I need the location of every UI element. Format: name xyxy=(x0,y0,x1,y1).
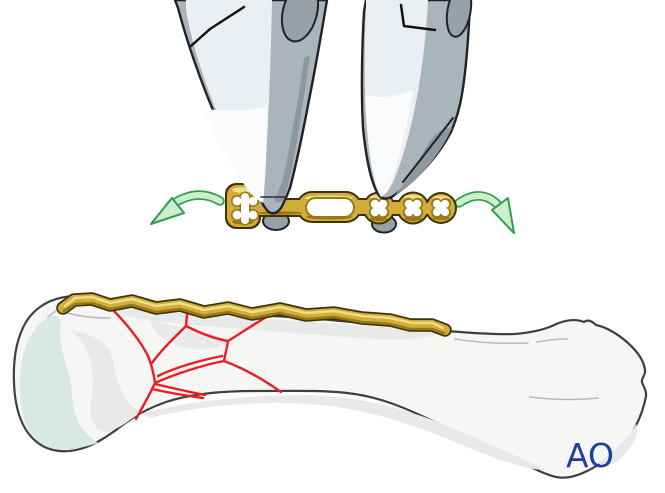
plier-right-panel-line xyxy=(399,3,437,32)
plate-screw-holes xyxy=(231,191,451,226)
bending-plier-left xyxy=(173,0,329,215)
plier-right-crease-line xyxy=(402,117,454,183)
plier-right-highlight xyxy=(365,90,413,194)
green-arrow-right xyxy=(454,191,515,234)
ao-logo: AO xyxy=(566,436,614,475)
fracture-lines xyxy=(111,308,283,421)
bending-plier-right xyxy=(360,0,473,200)
green-arrow-left xyxy=(150,190,225,225)
plier-left-side-facet xyxy=(274,55,310,203)
bone-plate xyxy=(225,183,457,229)
bone xyxy=(12,295,648,479)
contoured-plate-on-bone xyxy=(56,292,452,337)
plier-right-pivot-oval xyxy=(445,0,473,38)
plier-right-side-facet xyxy=(394,127,452,196)
plier-left-pivot-oval xyxy=(280,0,320,43)
cartilage-surface xyxy=(19,315,98,450)
plier-left-panel-line xyxy=(189,5,246,48)
plier-left-highlight xyxy=(203,106,267,203)
